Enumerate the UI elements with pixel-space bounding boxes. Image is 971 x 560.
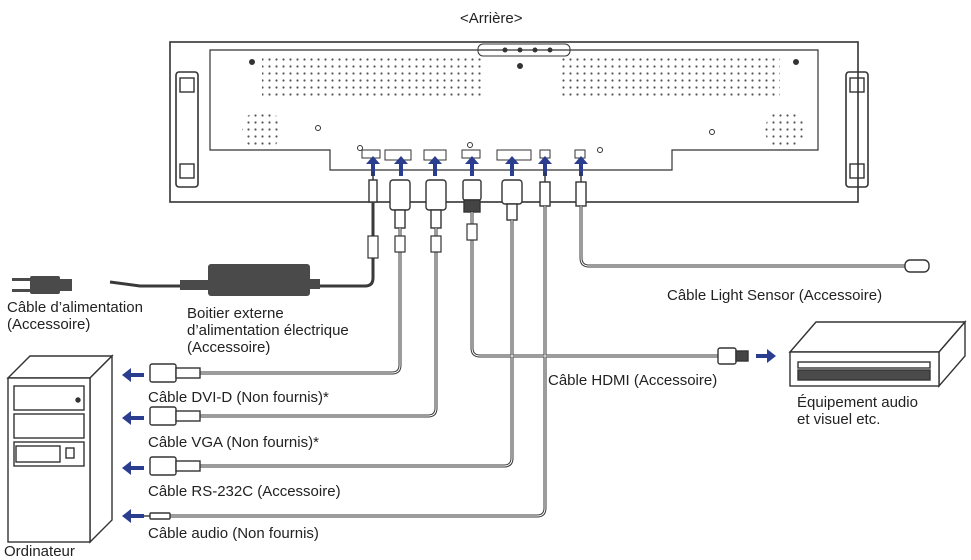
up-arrow-icon [394,156,408,176]
dvi-label: Câble DVI-D (Non fournis)* [148,389,329,406]
port-arrows [366,156,588,176]
up-arrow-icon [428,156,442,176]
left-arrow-icon [122,509,144,523]
power-cable-label-line1: Câble d’alimentation [7,299,143,316]
adapter-label-line2: d’alimentation électrique [187,322,349,339]
plug-icon [462,179,482,213]
vga-label: Câble VGA (Non fournis)* [148,434,319,451]
adapter-label-line1: Boitier externe [187,305,284,322]
up-arrow-icon [538,156,552,176]
computer-label: Ordinateur [4,543,75,560]
plug-icon [12,276,72,294]
av-equipment-label: Équipement audio et visuel etc. [797,394,918,428]
left-arrow-icon [122,461,144,475]
computer-tower [6,354,114,544]
plug-icon [140,512,171,520]
up-arrow-icon [574,156,588,176]
plug-icon [149,406,201,426]
diagram-title: <Arrière> [460,10,523,27]
power-adapter [180,264,320,296]
av-equipment-label-line2: et visuel etc. [797,411,881,428]
plug-icon [389,179,411,229]
audio-label: Câble audio (Non fournis) [148,525,319,542]
adapter-label: Boitier externe d’alimentation électriqu… [187,305,349,356]
hdmi-label: Câble HDMI (Accessoire) [548,372,718,389]
left-connectors [140,363,201,520]
monitor-rear [169,41,869,203]
left-arrow-icon [122,368,144,382]
plug-icon [904,259,930,273]
plug-icon [501,179,523,221]
power-cable-label-line2: (Accessoire) [7,316,91,333]
up-arrow-icon [465,156,479,176]
av-equipment [788,320,967,388]
adapter-label-line3: (Accessoire) [187,339,271,356]
left-arrow-icon [122,411,144,425]
plug-icon [425,179,447,229]
light-sensor-label: Câble Light Sensor (Accessoire) [667,287,883,304]
power-cable-label: Câble d’alimentation (Accessoire) [7,299,143,333]
top-plugs [368,172,587,229]
cables [109,202,905,518]
plug-icon [717,347,749,365]
up-arrow-icon [505,156,519,176]
plug-icon [149,456,201,476]
rs232-label: Câble RS-232C (Accessoire) [148,483,341,500]
plug-icon [149,363,201,383]
right-arrow-icon [756,349,776,363]
up-arrow-icon [366,156,380,176]
av-equipment-label-line1: Équipement audio [797,394,918,411]
